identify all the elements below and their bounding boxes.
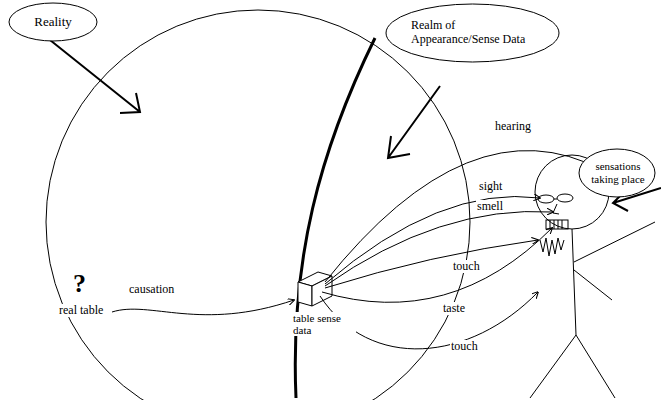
diagram-label: ? [72,270,87,299]
diagram-label: table sense data [292,312,356,336]
callout-text: Realm of Appearance/Sense Data [411,19,544,47]
causation-line [112,300,294,315]
callout-text: sensations taking place [588,160,648,185]
diagram-label: hearing [494,120,532,133]
table-cube [298,272,332,306]
reality-circle [46,10,470,400]
diagram-label: smell [476,200,504,213]
ellipse-callout: Realm of Appearance/Sense Data [385,3,560,63]
callout-arrows [50,40,661,211]
boundary-line [295,38,375,398]
ellipse-callout: Reality [8,2,98,42]
diagram-label: sight [478,180,503,193]
diagram-label: touch [452,260,481,273]
diagram-label: real table [58,304,104,317]
diagram-label: taste [442,302,466,315]
diagram-label: touch [450,340,479,353]
ellipse-callout: sensations taking place [578,148,656,198]
diagram-label: causation [128,283,175,296]
sense-lines [320,151,602,349]
callout-text: Reality [20,15,86,30]
